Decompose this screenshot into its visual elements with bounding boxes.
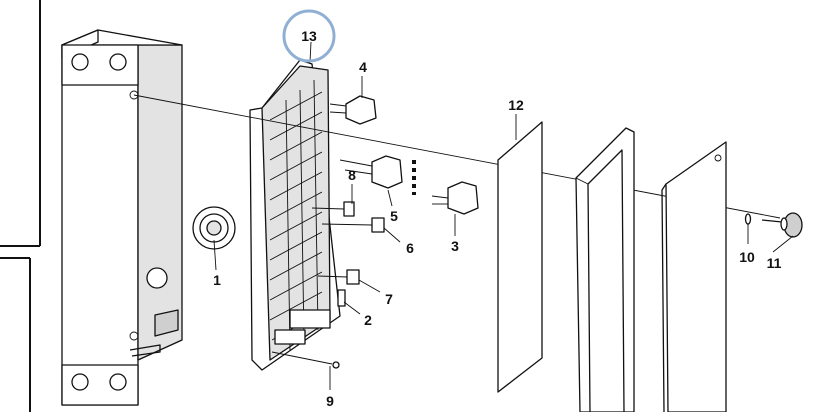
callout-8: 8 — [348, 167, 356, 183]
callout-6: 6 — [406, 240, 414, 256]
callout-4: 4 — [359, 59, 367, 75]
callout-12: 12 — [508, 97, 524, 113]
fuse-board — [249, 59, 341, 371]
relay-3 — [412, 160, 479, 215]
callout-2: 2 — [364, 312, 372, 328]
callout-5: 5 — [390, 208, 398, 224]
frame — [575, 127, 635, 412]
housing — [61, 29, 183, 406]
callout-1: 1 — [213, 272, 221, 288]
callout-13-highlight — [282, 9, 336, 63]
callout-3: 3 — [451, 238, 459, 254]
callout-13: 13 — [301, 28, 317, 44]
callout-9: 9 — [326, 393, 334, 409]
callouts: 13 4 12 8 5 6 3 1 7 2 9 10 11 — [213, 9, 782, 409]
grommet — [192, 206, 236, 250]
callout-10: 10 — [739, 249, 755, 265]
fuse-7 — [317, 269, 360, 285]
thumb-screw — [761, 212, 803, 238]
fuse-2 — [337, 289, 346, 307]
relay-5 — [339, 155, 403, 189]
screw-9 — [271, 351, 340, 369]
fuse-slots — [269, 79, 331, 351]
callout-11: 11 — [767, 255, 782, 271]
callout-7: 7 — [385, 291, 393, 307]
washer — [744, 213, 752, 225]
cover — [661, 141, 727, 412]
gasket — [497, 121, 543, 393]
relay-4 — [329, 95, 377, 125]
leader-lines — [213, 41, 794, 390]
border-bracket — [0, 0, 41, 412]
fuse-8 — [311, 201, 355, 217]
fuse-6 — [321, 217, 385, 233]
